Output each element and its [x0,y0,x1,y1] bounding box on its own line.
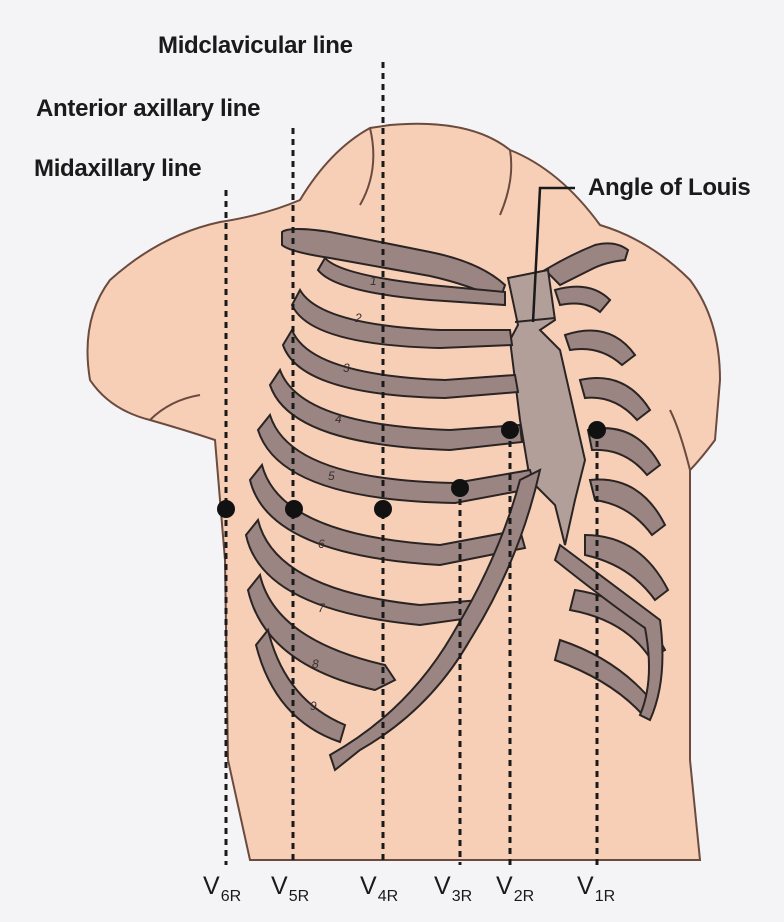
electrode-v1r [588,421,606,439]
lead-label-v4r: V4R [360,872,398,906]
electrode-v4r [374,500,392,518]
rib-number: 5 [328,469,335,483]
lead-label-v6r: V6R [203,872,241,906]
lead-label-v5r: V5R [271,872,309,906]
lead-label-v1r: V1R [577,872,615,906]
midaxillary-label: Midaxillary line [34,155,201,183]
anterior-axillary-label: Anterior axillary line [36,95,260,123]
angle-of-louis-label: Angle of Louis [588,174,750,202]
rib-number: 1 [370,274,377,288]
electrode-v5r [285,500,303,518]
rib-number: 3 [343,361,350,375]
rib-number: 4 [335,412,342,426]
rib-number: 8 [312,657,319,671]
rib-number: 6 [318,537,325,551]
electrode-v3r [451,479,469,497]
electrode-v6r [217,500,235,518]
rib-number: 2 [354,311,362,325]
electrode-v2r [501,421,519,439]
rib-number: 9 [310,699,317,713]
midclavicular-label: Midclavicular line [158,32,353,60]
lead-label-v3r: V3R [434,872,472,906]
lead-label-v2r: V2R [496,872,534,906]
